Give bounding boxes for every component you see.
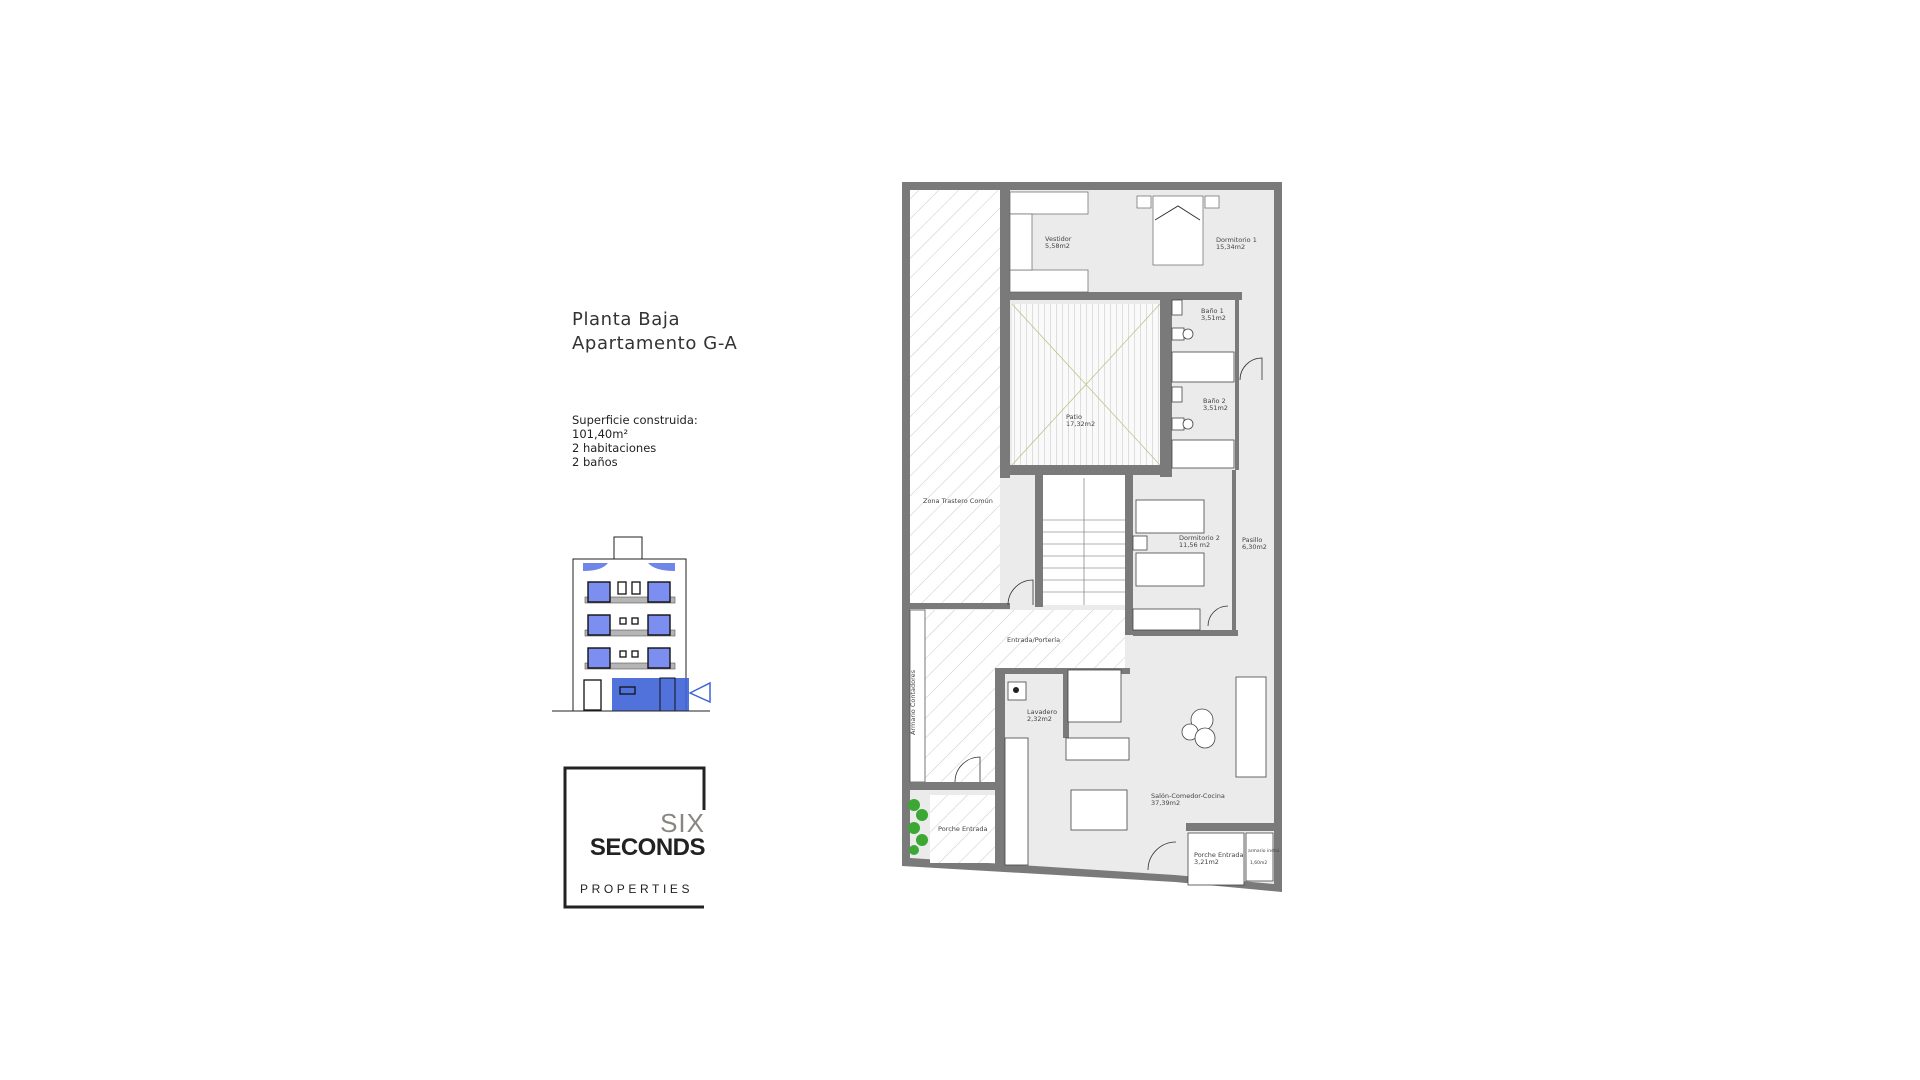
label-entrada: Entrada/Portería [1007, 636, 1060, 644]
bedrooms-count: 2 habitaciones [572, 441, 657, 455]
logo-seconds: SECONDS [589, 834, 706, 861]
double-bed [1152, 195, 1204, 266]
six-seconds-logo: SIX SECONDS PROPERTIES [563, 766, 706, 909]
porche-left-area [930, 795, 995, 863]
bathrooms-count: 2 baños [572, 455, 618, 469]
sofa [1235, 676, 1267, 778]
apartment-details: Superficie construida: 101,40m² 2 habita… [572, 413, 698, 469]
entrada-area [925, 610, 1125, 668]
bathtub-1 [1171, 351, 1235, 383]
floor-name: Planta Baja [572, 309, 681, 330]
bathtub-2 [1171, 439, 1235, 469]
logo-properties: PROPERTIES [580, 882, 694, 896]
label-porche-entrada: Porche Entrada [938, 825, 988, 833]
label-contadores: Armario Contadores [909, 669, 917, 735]
logo-frame [563, 766, 706, 909]
apartment-name: Apartamento G-A [572, 333, 738, 354]
surface-label: Superficie construida: [572, 413, 698, 427]
fireplace [1067, 669, 1122, 723]
plant-icon [908, 799, 928, 855]
label-trastero: Zona Trastero Común [923, 497, 993, 505]
view-direction-icon [688, 681, 711, 704]
logo-six: SIX [660, 808, 705, 838]
building-elevation-image [552, 536, 711, 712]
plan-title: Planta Baja Apartamento G-A [572, 308, 737, 356]
surface-value: 101,40m² [572, 427, 629, 441]
label-armario: armario instal.1,60m2 [1248, 848, 1281, 866]
dining-table [1070, 789, 1128, 831]
trastero-area [910, 190, 1000, 605]
